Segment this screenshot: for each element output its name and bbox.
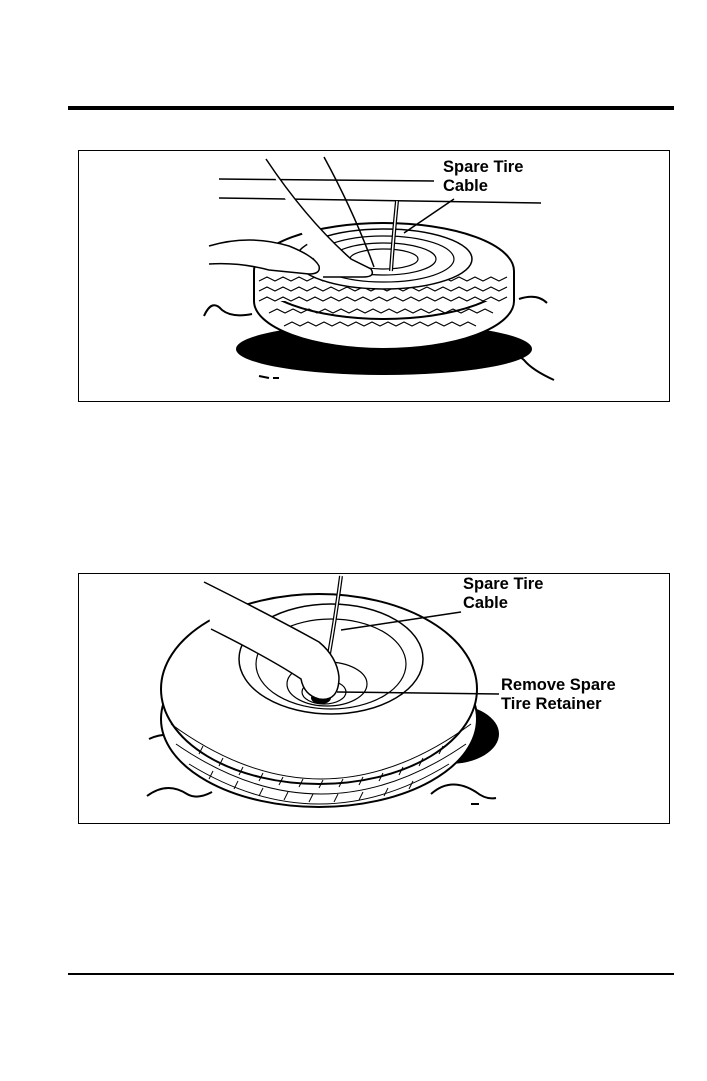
top-rule bbox=[68, 106, 674, 110]
remove-retainer-callout: Remove Spare Tire Retainer bbox=[501, 676, 616, 714]
spare-tire-cable-callout-2: Spare Tire Cable bbox=[463, 575, 543, 613]
spare-tire-cable-callout: Spare Tire Cable bbox=[443, 158, 523, 196]
figure-remove-retainer: Spare Tire Cable Remove Spare Tire Retai… bbox=[78, 573, 670, 824]
tire-under-vehicle-illustration bbox=[79, 151, 671, 403]
bottom-rule bbox=[68, 973, 674, 975]
figure-spare-tire-lowered: Spare Tire Cable bbox=[78, 150, 670, 402]
